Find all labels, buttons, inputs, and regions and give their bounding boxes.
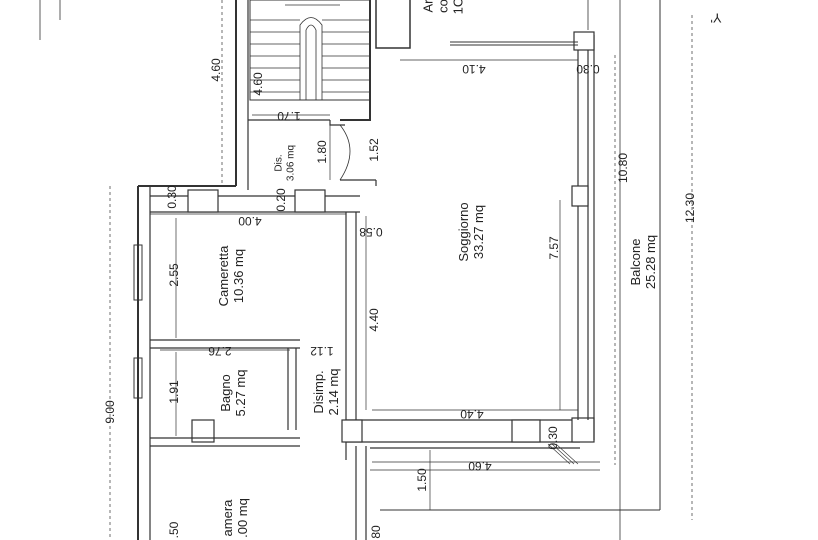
- room-camera-name: amera: [220, 499, 236, 537]
- room-soggiorno-name: Soggiorno: [456, 202, 472, 262]
- room-top-cut-line3: 1C: [450, 0, 466, 15]
- dim-1-12: 1.12: [310, 344, 334, 358]
- dim-1-80: 1.80: [315, 140, 329, 164]
- room-balcone-area: 25.28 mq: [643, 234, 658, 290]
- dim-0-58: 0.58: [359, 225, 383, 239]
- dim-4-00: 4.00: [238, 214, 262, 228]
- dim-4-60-bottom: 4.60: [468, 459, 492, 473]
- room-bagno: Bagno 5.27 mq: [218, 369, 249, 417]
- room-dis-area: 3.06 mq: [285, 144, 296, 182]
- room-cameretta-area: 10.36 mq: [231, 248, 246, 304]
- axis-label: Y': [710, 10, 722, 26]
- dim-0-30-bottom: 0.30: [546, 426, 560, 450]
- dim-10-80: 10.80: [616, 152, 630, 184]
- room-disimp-area: 2.14 mq: [326, 368, 341, 416]
- room-top-cut-line2: co: [435, 0, 451, 13]
- room-camera: amera .00 mq: [220, 498, 251, 538]
- room-camera-area: .00 mq: [235, 498, 250, 538]
- dim-12-30: 12.30: [683, 192, 697, 224]
- dim-4-40-horiz: 4.40: [460, 407, 484, 421]
- room-cameretta: Cameretta 10.36 mq: [216, 245, 247, 307]
- dim-1-52: 1.52: [367, 138, 381, 162]
- room-soggiorno: Soggiorno 33.27 mq: [456, 202, 487, 262]
- room-top-cut-line1: Ar: [420, 0, 436, 13]
- dim-0-30-top: 0.30: [165, 185, 179, 209]
- room-balcone: Balcone 25.28 mq: [628, 234, 659, 290]
- room-disimp: Disimp. 2.14 mq: [311, 368, 342, 416]
- dim-4-60-stair: 4.60: [251, 72, 265, 96]
- dim-4-40-vert: 4.40: [367, 308, 381, 332]
- dim-9-00: 9.00: [103, 400, 117, 424]
- room-bagno-name: Bagno: [218, 374, 234, 412]
- dim-50-cut: .50: [167, 521, 181, 539]
- dim-7-57: 7.57: [547, 236, 561, 260]
- dim-80-cut: 80: [369, 525, 383, 539]
- dim-1-50: 1.50: [415, 468, 429, 492]
- dim-0-20: 0.20: [274, 188, 288, 212]
- room-soggiorno-area: 33.27 mq: [471, 204, 486, 260]
- room-top-cut: Ar co 1C: [420, 0, 467, 15]
- dim-1-91: 1.91: [167, 380, 181, 404]
- dim-4-60-left: 4.60: [209, 58, 223, 82]
- dim-2-55: 2.55: [167, 263, 181, 287]
- room-balcone-name: Balcone: [628, 238, 644, 286]
- dim-1-70: 1.70: [277, 109, 301, 123]
- room-bagno-area: 5.27 mq: [233, 369, 248, 417]
- room-dis: Dis. 3.06 mq: [274, 145, 297, 181]
- room-disimp-name: Disimp.: [311, 370, 327, 414]
- room-dis-name: Dis.: [273, 154, 285, 172]
- dim-2-76: 2.76: [208, 344, 232, 358]
- dim-4-10: 4.10: [462, 62, 486, 76]
- room-cameretta-name: Cameretta: [216, 245, 232, 307]
- dim-0-30-right: 0.30: [576, 62, 600, 76]
